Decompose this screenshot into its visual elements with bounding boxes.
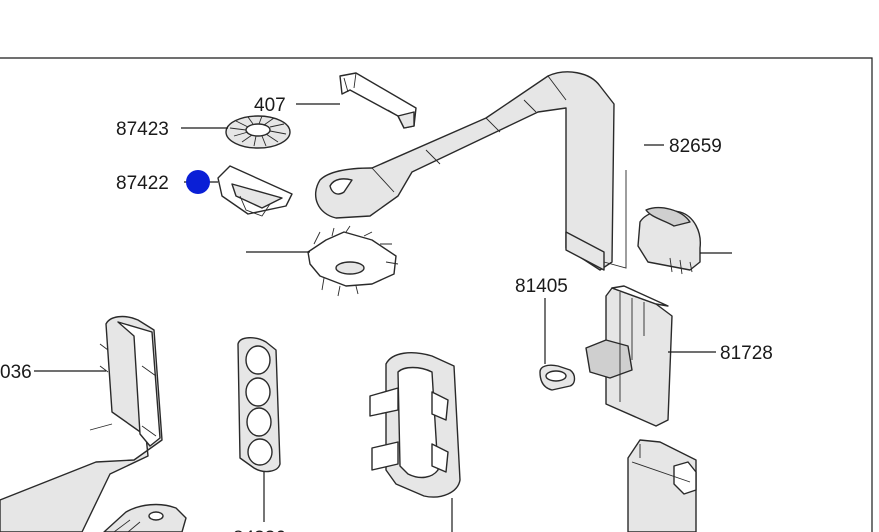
callout-81728: 81728	[720, 343, 773, 364]
part-036-side-panel[interactable]	[0, 315, 163, 532]
part-clip-frame[interactable]	[369, 352, 461, 498]
part-87422-holder[interactable]	[217, 165, 293, 217]
part-81728-switch-housing[interactable]	[585, 285, 673, 427]
callout-87422: 87422	[116, 173, 169, 194]
part-82659-handle[interactable]	[315, 71, 627, 271]
callout-407: 407	[254, 95, 286, 116]
part-81405-grommet[interactable]	[539, 364, 576, 391]
part-battery-plug[interactable]	[627, 439, 697, 532]
selection-marker[interactable]	[186, 170, 210, 194]
callout-036: 036	[0, 362, 32, 383]
part-connector-cap[interactable]	[637, 206, 701, 275]
part-407-bracket[interactable]	[339, 72, 417, 129]
callout-bottom: 84336	[233, 528, 286, 532]
part-window-gasket[interactable]	[237, 337, 281, 473]
callout-87423: 87423	[116, 119, 169, 140]
callout-81405: 81405	[515, 276, 568, 297]
diagram-frame	[0, 57, 873, 532]
part-base-plate[interactable]	[103, 503, 187, 532]
part-heat-sink[interactable]	[307, 225, 399, 297]
callout-82659: 82659	[669, 136, 722, 157]
part-87423-fan[interactable]	[225, 115, 291, 149]
